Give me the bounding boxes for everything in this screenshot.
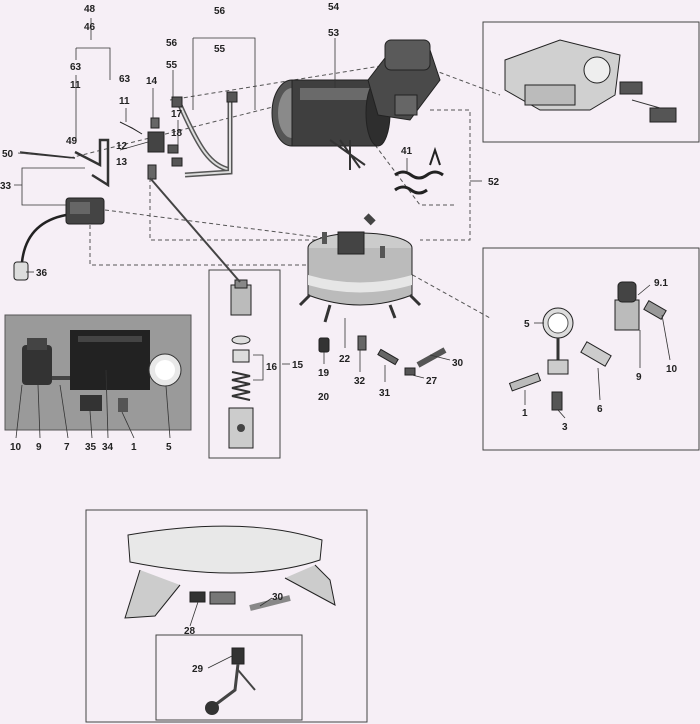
pipe-fitting (226, 91, 238, 103)
power-cord (20, 213, 67, 263)
callout-label: 55 (214, 44, 226, 55)
callout-label: 16 (266, 362, 278, 373)
callout-label: 11 (119, 96, 130, 107)
dash-line (89, 225, 360, 266)
motor-assembly (271, 39, 441, 170)
drain-plug-icon (318, 337, 330, 353)
outlet-pipe (177, 103, 231, 173)
callout-label: 35 (85, 442, 97, 453)
valve-stack (228, 279, 254, 449)
callout-label: 1 (131, 442, 137, 453)
callout-label: 10 (666, 364, 678, 375)
regulator-assembly-frame (482, 247, 700, 451)
callout-label: 30 (452, 358, 464, 369)
drain-valve-frame (155, 634, 303, 721)
unloader-hose (74, 138, 110, 188)
callout-label: 55 (166, 60, 178, 71)
dash-line (149, 178, 330, 241)
callout-label: 53 (328, 28, 340, 39)
callout-label: 32 (354, 376, 366, 387)
callout-label: 5 (166, 442, 172, 453)
callout-label: 3 (562, 422, 568, 433)
callout-label: 19 (318, 368, 330, 379)
fitting-27 (404, 367, 416, 376)
tank-bottom-frame (85, 509, 368, 723)
pressure-switch-photo (22, 330, 182, 412)
callout-label: 11 (70, 80, 81, 91)
callout-label: 13 (116, 157, 128, 168)
callout-label: 29 (192, 664, 204, 675)
coil-hose (394, 170, 444, 180)
callout-label: 7 (64, 442, 70, 453)
callout-label: 1 (522, 408, 528, 419)
callout-label: 12 (116, 141, 128, 152)
callout-label: 20 (318, 392, 330, 403)
callout-label: 22 (339, 354, 351, 365)
callout-label: 9 (636, 372, 642, 383)
callout-label: 27 (426, 376, 438, 387)
callout-label: 41 (401, 146, 413, 157)
callout-label: 14 (146, 76, 158, 87)
callout-label: 28 (184, 626, 196, 637)
dash-line (374, 144, 455, 206)
pump-head-detail (504, 39, 677, 123)
valve-tube (149, 177, 241, 283)
callout-label: 9.1 (654, 278, 668, 289)
callout-label: 31 (379, 388, 391, 399)
pump-detail-frame (482, 21, 700, 143)
callout-label: 63 (70, 62, 82, 73)
power-plug-icon (13, 261, 29, 281)
pipe-fitting (171, 96, 183, 108)
tank-fitting (363, 213, 376, 226)
callout-label: 48 (84, 4, 96, 15)
callout-label: 15 (292, 360, 304, 371)
hose-50 (19, 151, 76, 159)
callout-label: 6 (597, 404, 603, 415)
pipe-31 (377, 348, 399, 366)
callout-label: 10 (10, 442, 22, 453)
dash-line (399, 267, 491, 319)
elbow-fitting (357, 335, 367, 351)
regulator-assembly (508, 281, 667, 411)
callout-label: 46 (84, 22, 96, 33)
callout-label: 36 (36, 268, 48, 279)
leader-lines (14, 18, 671, 669)
tank-bottom-detail (124, 525, 336, 619)
callout-label: 34 (102, 442, 114, 453)
callout-label: 63 (119, 74, 131, 85)
dash-line (104, 209, 341, 241)
callout-label: 30 (272, 592, 284, 603)
callout-label: 17 (171, 109, 183, 120)
drain-valve-detail (205, 647, 256, 715)
callout-label: 50 (2, 149, 14, 160)
check-valve (119, 117, 183, 180)
callout-label: 18 (171, 128, 183, 139)
callout-labels: 48 46 56 54 53 56 55 55 63 11 63 11 14 4… (0, 2, 678, 675)
callout-label: 56 (166, 38, 178, 49)
callout-label: 56 (214, 6, 226, 17)
callout-label: 49 (66, 136, 78, 147)
callout-label: 54 (328, 2, 340, 13)
outlet-pipe (184, 100, 233, 178)
valve-detail-frame (208, 269, 281, 459)
pressure-switch (65, 197, 105, 225)
callout-label: 52 (488, 177, 500, 188)
dash-line (420, 109, 471, 241)
callout-label: 9 (36, 442, 42, 453)
callout-label: 33 (0, 181, 12, 192)
air-tank (298, 231, 422, 323)
callout-label: 5 (524, 319, 530, 330)
